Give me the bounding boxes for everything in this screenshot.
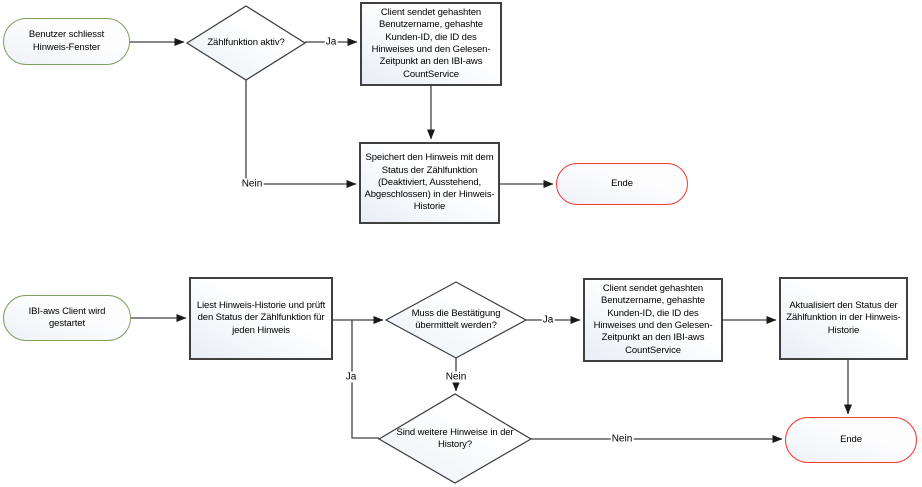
connector-decision3-ja-return xyxy=(351,320,379,439)
process-speichert-hinweis: Speichert den Hinweis mit dem Status der… xyxy=(359,142,500,224)
decision-bestaetigung-uebermitteln xyxy=(384,281,528,359)
process-client-sendet-2: Client sendet gehashten Benutzername, ge… xyxy=(583,278,723,362)
start-terminator-label: Benutzer schliesst Hinweis-Fenster xyxy=(28,29,105,53)
edge-label-ja-submit: Ja xyxy=(541,314,555,326)
edge-label-nein-1: Nein xyxy=(240,178,264,190)
process-aktualisiert-status: Aktualisiert den Status der Zählfunktion… xyxy=(779,277,908,360)
process-aktualisiert-status-label: Aktualisiert den Status der Zählfunktion… xyxy=(786,300,901,336)
decision-zaehlfunktion-aktiv xyxy=(185,5,307,81)
end-terminator-2: Ende xyxy=(785,417,917,463)
start-terminator-client-gestartet: IBI-aws Client wird gestartet xyxy=(3,295,131,341)
end-terminator-1-label: Ende xyxy=(611,177,633,189)
edge-label-nein-more: Nein xyxy=(610,433,634,445)
end-terminator-1: Ende xyxy=(556,163,688,205)
process-client-sendet-2-label: Client sendet gehashten Benutzername, ge… xyxy=(593,283,713,356)
process-liest-historie: Liest Hinweis-Historie und prüft den Sta… xyxy=(189,277,333,360)
process-speichert-hinweis-label: Speichert den Hinweis mit dem Status der… xyxy=(364,152,495,213)
decision3-label: Sind weitere Hinweise in der History? xyxy=(396,426,514,450)
process-client-sendet-1: Client sendet gehashten Benutzername, ge… xyxy=(360,2,502,86)
start-terminator-benutzer-schliesst: Benutzer schliesst Hinweis-Fenster xyxy=(3,18,130,65)
process-liest-historie-label: Liest Hinweis-Historie und prüft den Sta… xyxy=(196,300,326,336)
end-terminator-2-label: Ende xyxy=(840,433,862,445)
decision2-label: Muss die Bestätigung übermittelt werden? xyxy=(411,307,501,331)
decision-weitere-hinweise xyxy=(377,393,533,484)
start-terminator-2-label: IBI-aws Client wird gestartet xyxy=(28,305,106,329)
edge-label-ja-1: Ja xyxy=(324,36,338,48)
edge-label-nein-submit: Nein xyxy=(444,371,468,383)
connector-decision1-nein-to-save xyxy=(245,80,357,188)
edge-label-ja-more: Ja xyxy=(344,371,358,383)
process-client-sendet-1-label: Client sendet gehashten Benutzername, ge… xyxy=(371,7,491,80)
decision1-label: Zählfunktion aktiv? xyxy=(207,36,285,48)
